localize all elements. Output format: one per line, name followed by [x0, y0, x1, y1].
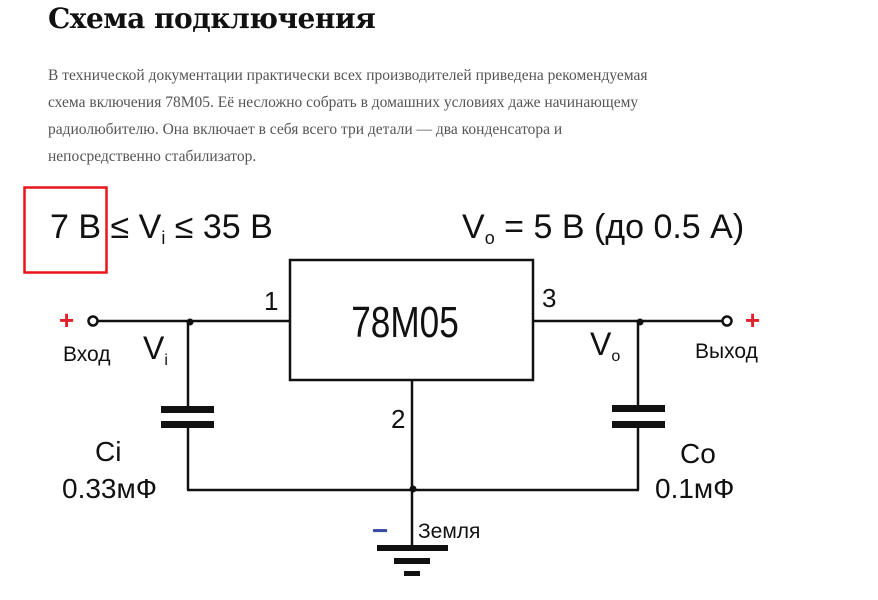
pin-2-label: 2	[391, 404, 405, 434]
paragraph-line: непосредственно стабилизатор.	[48, 148, 257, 165]
input-label: Вход	[63, 343, 111, 366]
output-label: Выход	[695, 340, 758, 363]
co-value: 0.1мФ	[655, 473, 734, 504]
paragraph-line: схема включения 78M05. Её несложно собра…	[48, 94, 639, 111]
input-voltage-label: Vi	[143, 330, 168, 369]
paragraph-line: радиолюбителю. Она включает в себя всего…	[48, 121, 563, 138]
ci-name: Ci	[95, 436, 121, 467]
capacitor-ci-symbol	[161, 406, 214, 428]
article-paragraph: В технической документации практически в…	[48, 62, 808, 170]
highlight-box	[23, 186, 108, 274]
ground-icon	[377, 545, 448, 576]
input-plus-sign: +	[59, 305, 74, 335]
paragraph-line: В технической документации практически в…	[48, 67, 648, 84]
junction-dot	[186, 318, 194, 326]
pin-3-label: 3	[542, 283, 556, 313]
output-spec: Vo = 5 В (до 0.5 А)	[462, 208, 744, 248]
junction-dot	[636, 318, 644, 326]
chip-label: 78M05	[351, 298, 459, 347]
ground-label: Земля	[418, 520, 480, 543]
co-name: Co	[680, 438, 716, 469]
pin-1-label: 1	[264, 286, 278, 316]
capacitor-co-symbol	[612, 405, 665, 428]
ci-value: 0.33мФ	[62, 473, 157, 504]
input-range-spec: 7 В ≤ Vi ≤ 35 В	[50, 208, 273, 248]
input-terminal	[87, 315, 99, 327]
output-terminal	[721, 315, 733, 327]
junction-dot	[409, 485, 417, 493]
ground-minus-sign: −	[372, 515, 388, 546]
output-voltage-label: Vo	[590, 326, 620, 365]
regulator-chip	[288, 258, 535, 382]
page-title: Схема подключения	[48, 2, 376, 35]
output-plus-sign: +	[745, 305, 760, 335]
